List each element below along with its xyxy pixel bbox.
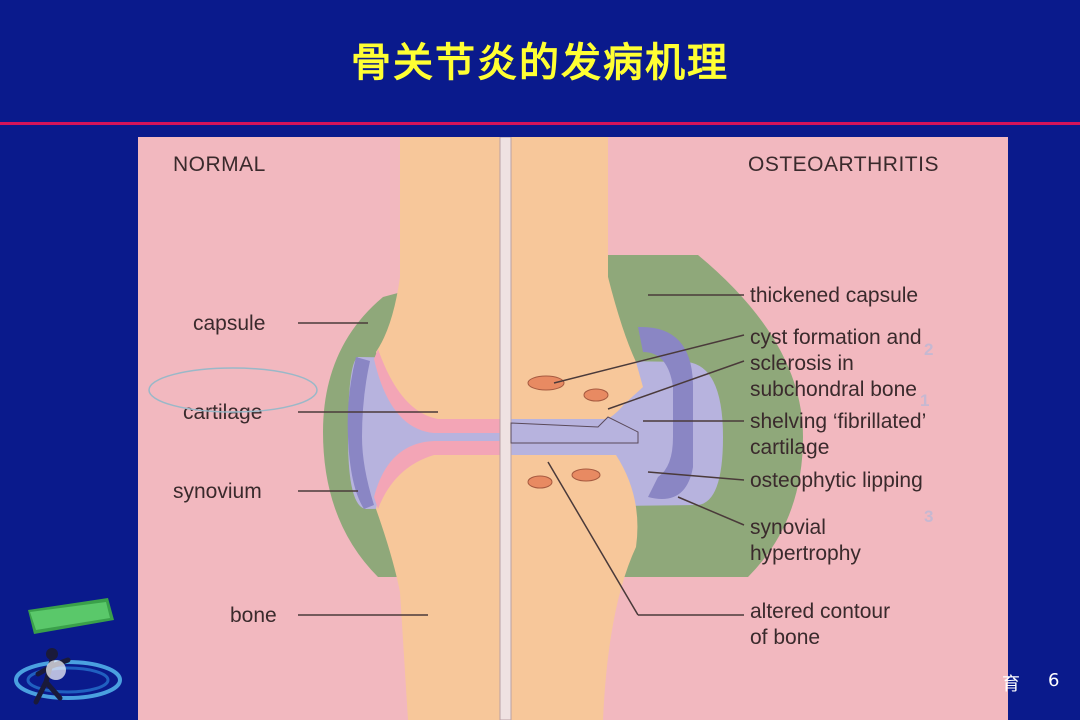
cartilage-lower — [374, 441, 510, 509]
cartilage-highlight-ellipse — [148, 367, 318, 413]
label-cartilage-oa: cartilage — [750, 436, 830, 459]
label-cyst-formation: cyst formation and — [750, 326, 922, 349]
label-hypertrophy: hypertrophy — [750, 542, 861, 565]
label-sclerosis: sclerosis in — [750, 352, 854, 375]
joint-diagram-illustration — [298, 137, 803, 720]
label-capsule: capsule — [193, 312, 266, 335]
running-figure-logo-icon — [14, 598, 122, 705]
heading-normal: NORMAL — [173, 153, 266, 176]
label-osteophytic-lipping: osteophytic lipping — [750, 469, 923, 492]
label-of-bone: of bone — [750, 626, 821, 649]
slide-title: 骨关节炎的发病机理 — [351, 40, 729, 86]
label-shelving-cartilage: shelving ‘fibrillated’ — [750, 410, 927, 433]
marker-3: 3 — [924, 507, 934, 526]
label-synovium: synovium — [173, 480, 262, 503]
label-altered-contour: altered contour — [750, 600, 891, 623]
cyst-lower — [527, 475, 553, 489]
heading-osteoarthritis: OSTEOARTHRITIS — [748, 153, 939, 176]
label-subchondral-bone: subchondral bone — [750, 378, 917, 401]
label-synovial: synovial — [750, 516, 826, 539]
marker-1: 1 — [920, 391, 930, 410]
footer-text: 育 — [1002, 674, 1020, 695]
joint-diagram: NORMAL OSTEOARTHRITIS capsule cartilage … — [138, 137, 1008, 720]
marker-2: 2 — [924, 340, 934, 359]
page-number: 6 — [1048, 670, 1060, 691]
label-thickened-capsule: thickened capsule — [750, 284, 919, 307]
center-divider — [499, 137, 512, 720]
cyst-upper — [527, 375, 565, 391]
title-divider — [0, 122, 1080, 125]
label-bone: bone — [230, 604, 277, 627]
